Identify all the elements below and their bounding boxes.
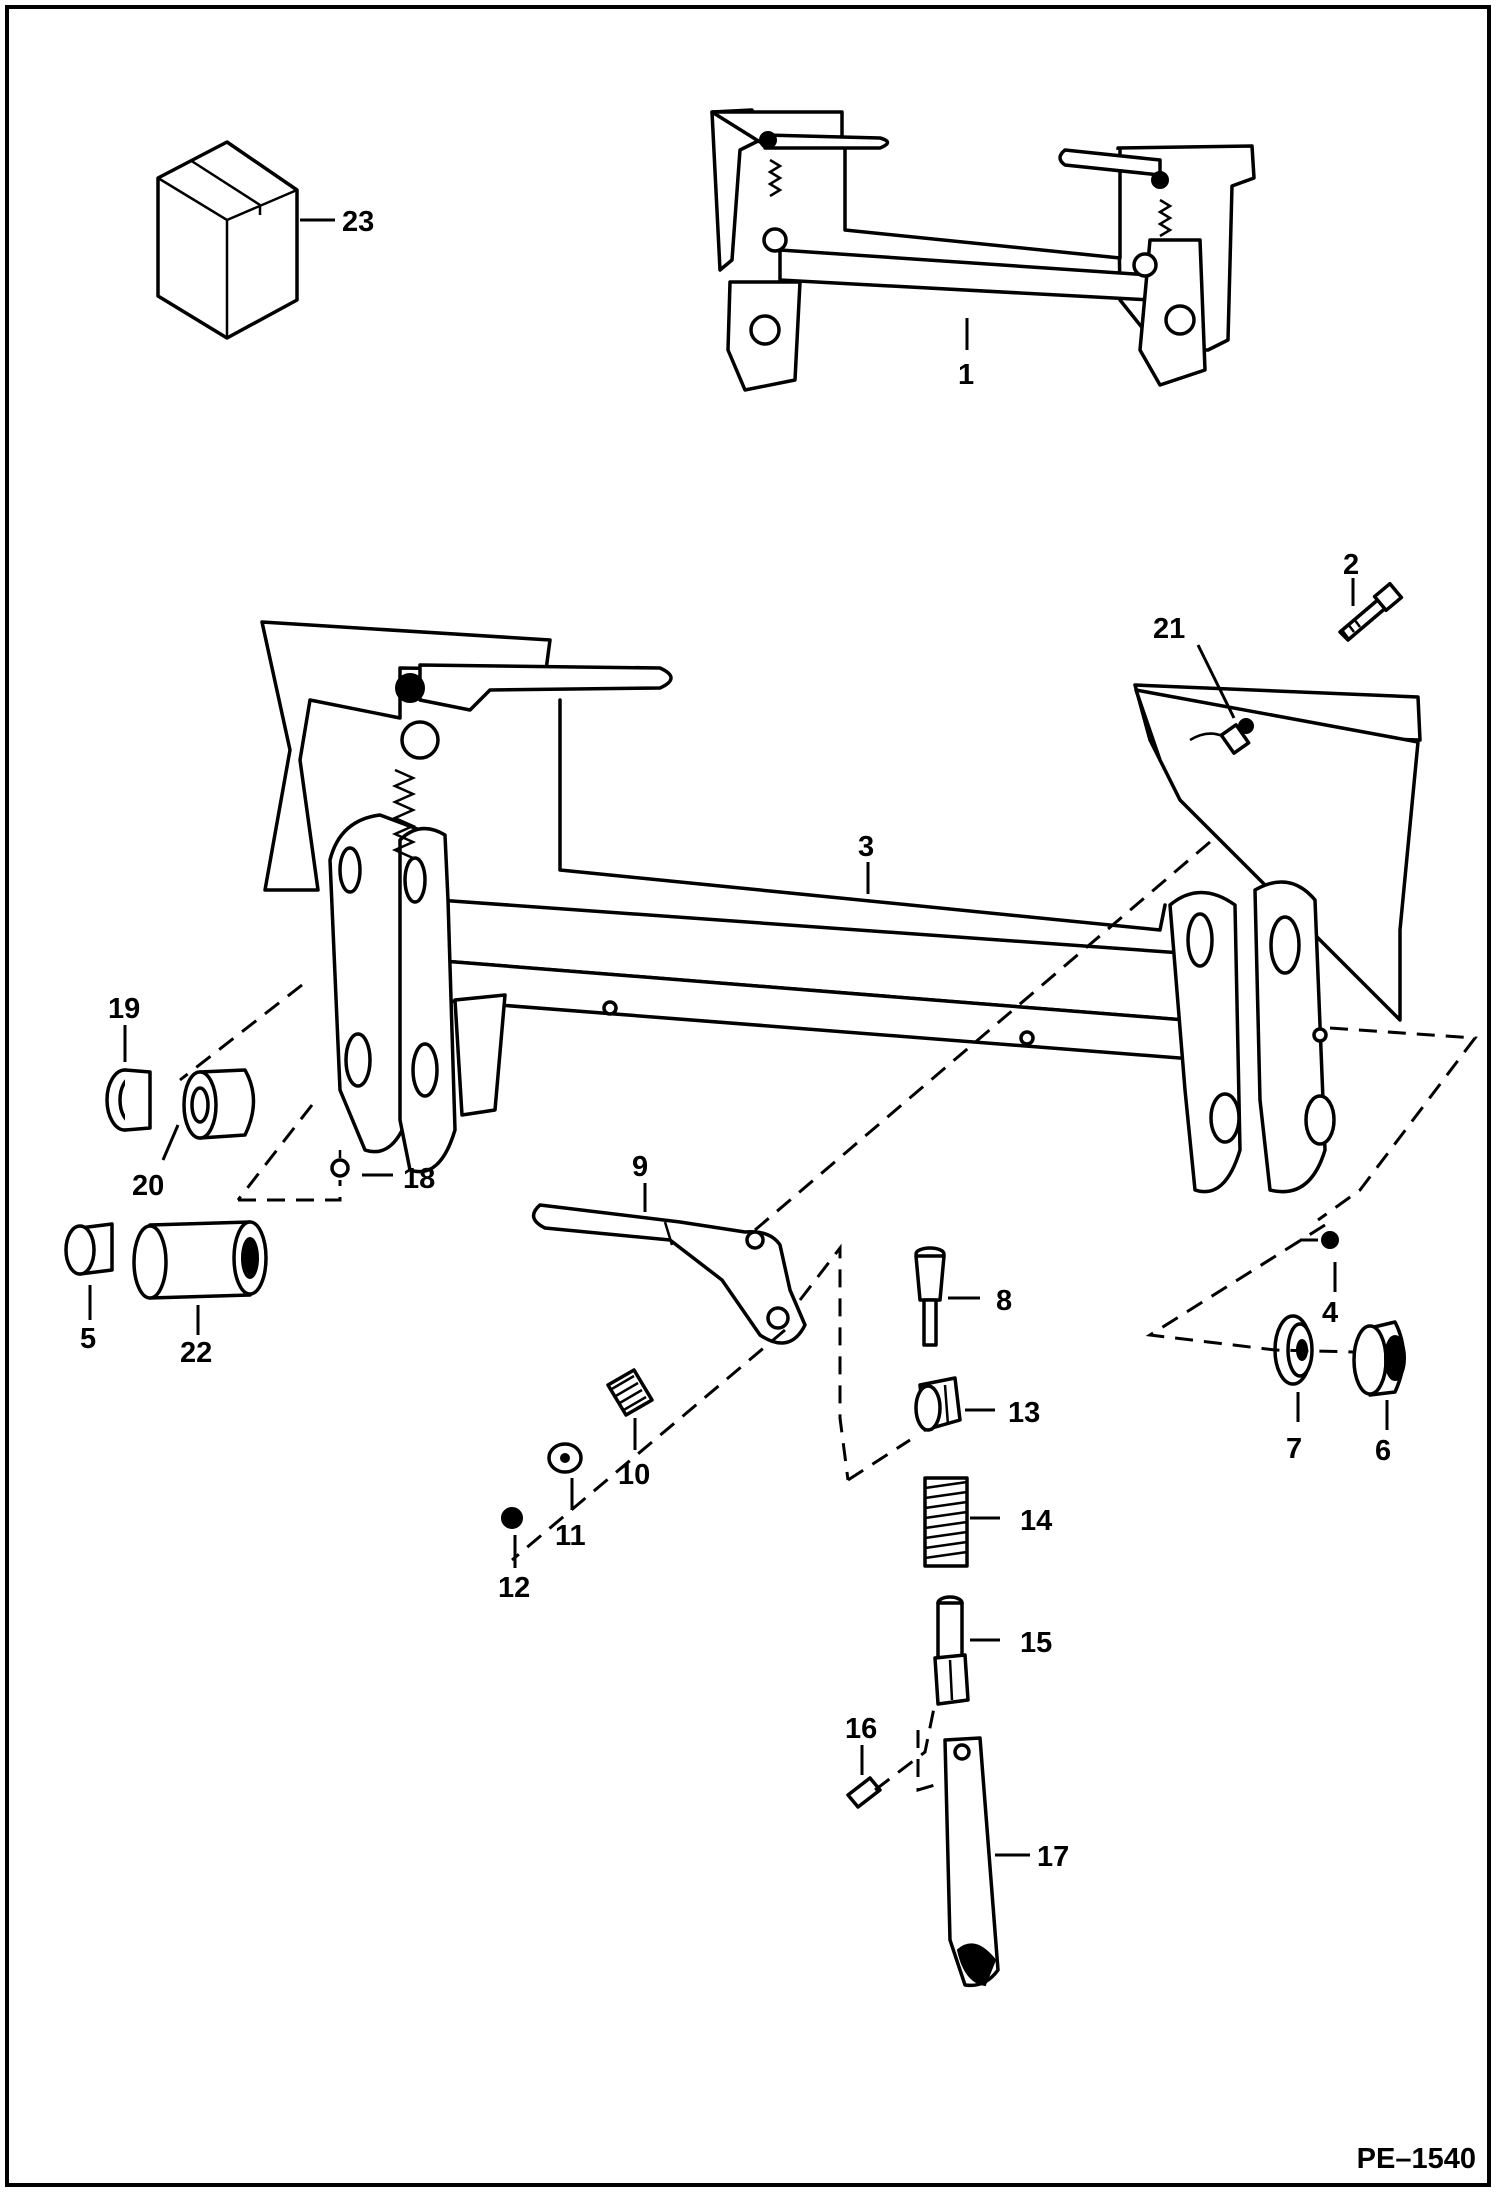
alignment-line-right-a (1317, 1026, 1478, 1222)
alignment-line-18 (238, 1180, 342, 1202)
part-13-collar (914, 1376, 962, 1432)
part-21-grease-fitting (1219, 718, 1254, 755)
callout-21: 21 (1153, 613, 1185, 645)
part-16-roll-pin (846, 1776, 882, 1809)
drawing-frame (5, 5, 1491, 2187)
callout-14: 14 (1020, 1505, 1052, 1537)
callout-1: 1 (958, 359, 974, 391)
part-1-mounting-frame-assembly (710, 108, 1256, 392)
part-6-bushing (1352, 1320, 1406, 1397)
part-9-latch-handle (531, 1203, 807, 1345)
callout-8: 8 (996, 1285, 1012, 1317)
callout-19: 19 (108, 993, 140, 1025)
callout-6: 6 (1375, 1435, 1391, 1467)
callout-4: 4 (1322, 1297, 1338, 1329)
alignment-line-16 (874, 1702, 937, 1792)
callout-20: 20 (132, 1170, 164, 1202)
alignment-line-13 (798, 1243, 850, 1481)
part-3-mounting-frame (260, 620, 1422, 1194)
callout-17: 17 (1037, 1841, 1069, 1873)
callout-10: 10 (618, 1459, 650, 1491)
part-15-latch-pin (933, 1595, 970, 1706)
callout-12: 12 (498, 1572, 530, 1604)
callout-5: 5 (80, 1323, 96, 1355)
part-2-bolt (1338, 581, 1404, 642)
callout-11: 11 (555, 1520, 586, 1552)
part-11-washer (547, 1442, 583, 1474)
callout-22: 22 (180, 1337, 212, 1369)
callout-9: 9 (632, 1151, 648, 1183)
part-10-spring (606, 1368, 654, 1417)
alignment-line-22 (236, 1104, 314, 1201)
part-20-bushing (182, 1068, 256, 1140)
alignment-line-16b (916, 1730, 936, 1793)
callout-15: 15 (1020, 1627, 1052, 1659)
part-18-grease-fitting (330, 1150, 350, 1178)
leader-21 (1196, 644, 1236, 719)
part-14-spring (923, 1476, 969, 1568)
drawing-code: PE–1540 (1356, 2143, 1476, 2175)
leader-20 (161, 1124, 180, 1161)
callout-23: 23 (342, 206, 374, 238)
alignment-line-13b (847, 1438, 911, 1482)
part-5-bushing (64, 1222, 114, 1276)
part-19-bushing (105, 1068, 152, 1132)
callout-13: 13 (1008, 1397, 1040, 1429)
part-8-pin (914, 1246, 946, 1347)
callout-16: 16 (845, 1713, 877, 1745)
alignment-line-19-20 (179, 983, 303, 1082)
callout-2: 2 (1343, 549, 1359, 581)
part-17-handle (943, 1736, 1000, 1988)
callout-18: 18 (403, 1163, 435, 1195)
part-12-nut (501, 1507, 523, 1529)
alignment-line-right-b (1145, 1223, 1356, 1354)
alignment-line-9 (754, 840, 1211, 1232)
callout-3: 3 (858, 831, 874, 863)
callout-7: 7 (1286, 1433, 1302, 1465)
part-23-decal-box (156, 140, 299, 340)
part-22-bushing (132, 1220, 268, 1300)
alignment-line-10-12 (511, 1328, 786, 1562)
